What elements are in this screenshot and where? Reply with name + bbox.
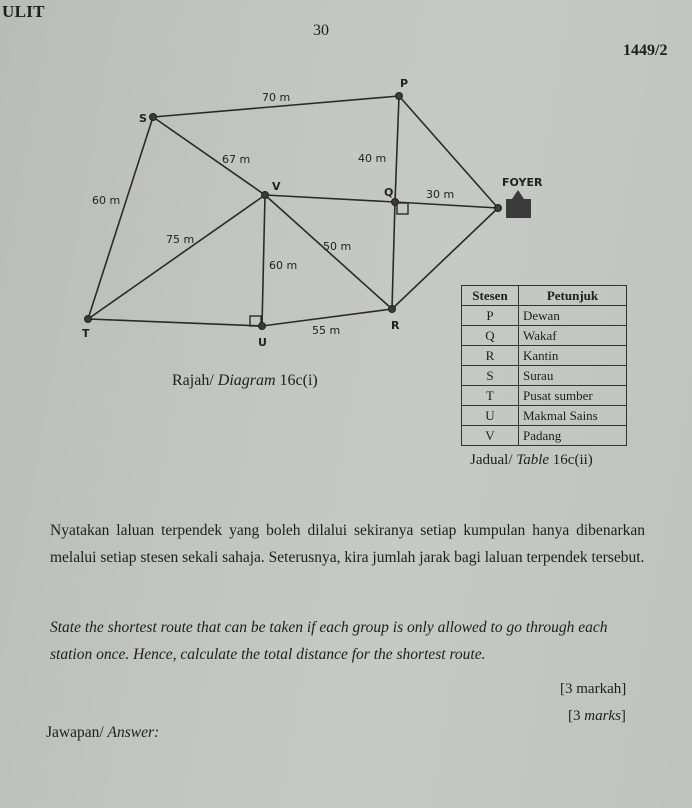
node-label-v: V	[272, 180, 281, 193]
edge-s-v	[152, 116, 266, 196]
node-u	[258, 322, 266, 330]
table-header-row: Stesen Petunjuk	[461, 285, 627, 306]
paper-code: 1449/2	[623, 42, 668, 59]
edge-label-q-foyer: 30 m	[426, 188, 454, 201]
table-caption-malay: Jadual/	[470, 452, 517, 468]
question-text-malay: Nyatakan laluan terpendek yang boleh dil…	[50, 522, 645, 566]
marks-english: [3 marks]	[568, 708, 626, 725]
station-name: Kantin	[518, 345, 627, 366]
station-name: Pusat sumber	[518, 385, 627, 406]
right-angle-q-icon	[396, 202, 409, 215]
node-label-t: T	[82, 327, 90, 340]
diagram-caption-english: Diagram	[217, 372, 276, 389]
answer-label-malay: Jawapan/	[46, 724, 108, 741]
edge-u-r	[261, 308, 393, 327]
node-label-p: P	[400, 77, 408, 90]
edge-label-s-t: 60 m	[92, 194, 120, 207]
marks-english-open: [3	[568, 708, 585, 724]
station-code: T	[461, 385, 519, 406]
node-p	[395, 92, 403, 100]
station-code: Q	[461, 325, 519, 346]
station-code: R	[461, 345, 519, 366]
answer-label: Jawapan/ Answer:	[46, 724, 159, 742]
diagram-caption-malay: Rajah/	[172, 372, 218, 389]
node-label-q: Q	[384, 186, 393, 199]
edge-label-t-v: 75 m	[166, 233, 194, 246]
edge-t-v	[87, 194, 266, 320]
node-label-s: S	[139, 112, 147, 125]
edge-label-p-q: 40 m	[358, 152, 386, 165]
node-v	[261, 191, 269, 199]
station-name: Makmal Sains	[518, 405, 627, 426]
right-angle-u-icon	[249, 315, 262, 327]
table-caption: Jadual/ Table 16c(ii)	[470, 452, 593, 469]
station-code: P	[461, 305, 519, 326]
station-code: V	[461, 425, 519, 446]
edge-label-s-v: 67 m	[222, 153, 250, 166]
node-s	[149, 113, 157, 121]
node-label-foyer: FOYER	[502, 176, 543, 189]
edge-label-u-r: 55 m	[312, 324, 340, 337]
edge-p-q	[394, 95, 400, 203]
marks-malay: [3 markah]	[560, 681, 627, 697]
edge-v-u	[261, 194, 266, 327]
node-q	[391, 198, 399, 206]
station-code: S	[461, 365, 519, 386]
marks-english-word: marks	[584, 708, 621, 724]
station-name: Dewan	[518, 305, 627, 326]
diagram-caption-number: 16c(i)	[275, 372, 318, 389]
edge-t-u	[87, 318, 263, 327]
edge-s-p	[152, 95, 400, 118]
table-caption-english: Table	[516, 452, 550, 468]
edge-s-t	[87, 116, 154, 320]
node-t	[84, 315, 92, 323]
question-text-english: State the shortest route that can be tak…	[50, 619, 608, 663]
edge-v-r	[264, 194, 393, 310]
header-stesen: Stesen	[461, 285, 519, 306]
table-caption-number: 16c(ii)	[549, 452, 593, 468]
edge-r-foyer	[391, 207, 499, 310]
station-name: Padang	[518, 425, 627, 446]
node-r	[388, 305, 396, 313]
page-number: 30	[313, 22, 329, 39]
edge-p-foyer	[398, 95, 499, 209]
edge-label-v-u: 60 m	[269, 259, 297, 272]
edge-q-r	[391, 201, 396, 310]
classification-label: ULIT	[2, 2, 45, 21]
station-name: Wakaf	[518, 325, 627, 346]
edge-v-q	[264, 194, 396, 203]
edge-q-foyer	[394, 201, 499, 209]
edge-label-v-r: 50 m	[323, 240, 351, 253]
station-name: Surau	[518, 365, 627, 386]
foyer-building-icon	[506, 190, 531, 218]
answer-label-english: Answer:	[107, 724, 160, 741]
marks-english-close: ]	[620, 708, 626, 724]
node-foyer	[494, 204, 502, 212]
diagram-caption: Rajah/ Diagram 16c(i)	[172, 372, 318, 390]
station-code: U	[461, 405, 519, 426]
node-label-r: R	[391, 319, 400, 332]
node-label-u: U	[258, 336, 267, 349]
edge-label-s-p: 70 m	[262, 91, 290, 104]
header-petunjuk: Petunjuk	[518, 285, 627, 306]
